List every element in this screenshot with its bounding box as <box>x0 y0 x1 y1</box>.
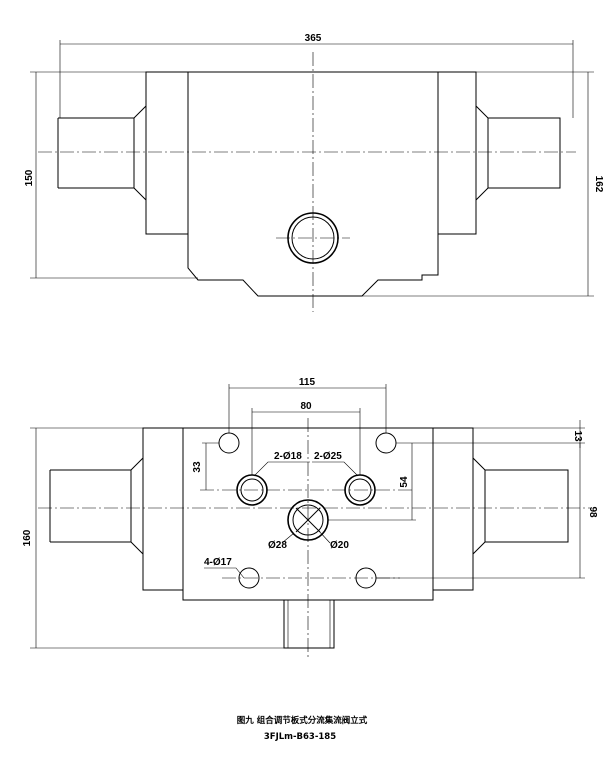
top-left-flange <box>142 427 184 591</box>
front-left-flange <box>145 71 189 235</box>
dim-text-150: 150 <box>24 169 35 186</box>
front-right-flange <box>437 71 477 235</box>
front-left-connector <box>57 105 147 201</box>
hole-top-left <box>218 432 240 454</box>
hole-top-right <box>375 432 397 454</box>
dim-text-365: 365 <box>305 33 322 44</box>
leader-o20 <box>317 529 331 544</box>
label-o28: Ø28 <box>268 540 287 551</box>
dim-text-160: 160 <box>22 529 33 546</box>
top-left-connector <box>49 457 144 555</box>
top-bottom-stub <box>283 599 335 649</box>
label-o20: Ø20 <box>330 540 349 551</box>
top-right-connector <box>472 457 569 555</box>
dim-text-13: 13 <box>572 430 583 442</box>
label-2-o25: 2-Ø25 <box>314 451 342 462</box>
leader-4-o17 <box>204 567 245 579</box>
dim-text-98: 98 <box>587 506 598 518</box>
dim-text-54: 54 <box>399 476 410 488</box>
caption: 图九 组合调节板式分流集流阀立式 3FJLm-B63-185 <box>237 715 368 742</box>
dim-text-162: 162 <box>593 176 604 193</box>
front-view: 365 150 162 <box>24 33 604 312</box>
dim-text-33: 33 <box>192 461 203 473</box>
dim-text-115: 115 <box>299 377 316 388</box>
leader-2-o25 <box>312 461 359 477</box>
top-view: 115 80 13 33 54 98 160 2-Ø18 2-Ø25 <box>22 377 598 660</box>
label-2-o18: 2-Ø18 <box>274 451 302 462</box>
caption-model: 3FJLm-B63-185 <box>264 732 336 742</box>
front-right-connector <box>475 105 561 201</box>
label-4-o17: 4-Ø17 <box>204 557 232 568</box>
leader-2-o18 <box>253 461 310 477</box>
caption-title: 图九 组合调节板式分流集流阀立式 <box>237 715 368 726</box>
top-right-flange <box>432 427 474 591</box>
dim-text-80: 80 <box>300 401 312 412</box>
leader-o28 <box>281 532 295 544</box>
